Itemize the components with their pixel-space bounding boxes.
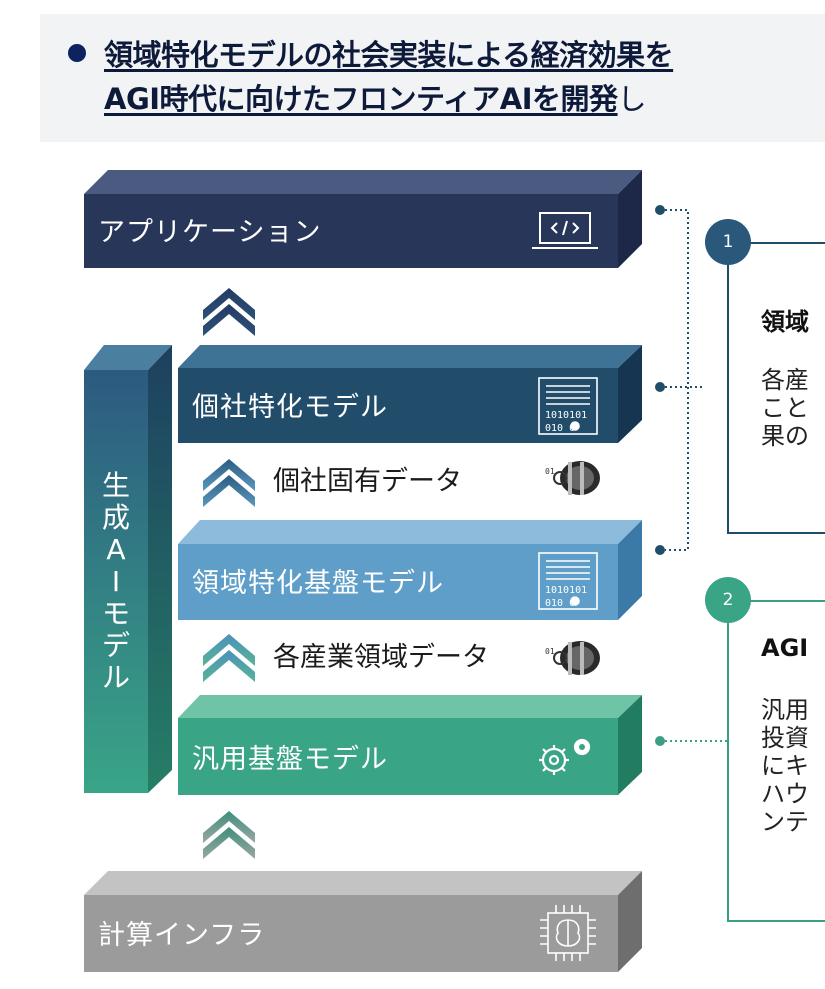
up-chevron-4: [203, 811, 255, 859]
application-block: [84, 170, 642, 268]
domain-model-block: [178, 520, 642, 620]
panel-2-line: にキ: [761, 752, 809, 780]
svg-text:1010101: 1010101: [545, 585, 587, 596]
code-laptop-icon: [532, 212, 598, 249]
connector-dot-company: [655, 382, 665, 392]
panel-1-line: こと: [761, 394, 809, 422]
binary-gear-panel-icon: 1010101 010 0: [538, 377, 598, 435]
header-banner: 領域特化モデルの社会実装による経済効果を AGI時代に向けたフロンティアAIを開…: [40, 14, 825, 142]
feature-panel-1: 領域 各産 こと 果の: [727, 242, 825, 534]
data-disk-icon: 01: [545, 461, 600, 495]
company-data-label: 個社固有データ: [273, 466, 462, 497]
header-line-2: AGI時代に向けたフロンティアAIを開発し: [104, 82, 647, 116]
svg-text:010 0: 010 0: [545, 423, 575, 434]
general-model-block: [178, 695, 642, 795]
brain-chip-icon: [540, 905, 596, 961]
connector-lines: [665, 209, 705, 551]
pillar-char: 成: [101, 501, 130, 534]
pillar-char: 生: [101, 469, 130, 502]
company-model-block: [178, 345, 642, 443]
panel-2-line: ハウ: [761, 780, 809, 808]
pillar-label: 生 成 A I モ デ ル: [94, 470, 138, 694]
panel-2-title: AGI: [761, 634, 809, 662]
bullet-dot: [68, 44, 86, 62]
up-chevron-1: [203, 288, 255, 336]
panel-2-line: 投資: [761, 724, 809, 752]
connector-dot-general: [655, 736, 665, 746]
svg-text:01: 01: [545, 467, 555, 476]
svg-text:1010101: 1010101: [545, 410, 587, 421]
panel-1-number-badge: 1: [705, 219, 751, 265]
panel-2-line: 汎用: [761, 696, 809, 724]
generative-ai-pillar: [84, 345, 172, 793]
application-label: アプリケーション: [98, 217, 322, 248]
panel-1-line: 果の: [761, 422, 809, 450]
header-line-1: 領域特化モデルの社会実装による経済効果を: [104, 38, 674, 72]
general-model-label: 汎用基盤モデル: [192, 744, 388, 775]
panel-2-number-badge: 2: [705, 577, 751, 623]
gears-icon: [539, 738, 591, 775]
up-chevron-2: [203, 459, 255, 507]
domain-model-label: 領域特化基盤モデル: [192, 568, 444, 599]
pillar-char: I: [111, 565, 121, 598]
connector-dot-app: [655, 205, 665, 215]
pillar-char: モ: [101, 597, 130, 630]
pillar-char: A: [106, 533, 126, 566]
pillar-char: ル: [101, 661, 130, 694]
pillar-char: デ: [101, 629, 130, 662]
up-chevron-3: [203, 634, 255, 682]
infra-block: [84, 871, 642, 972]
binary-gear-panel-icon-2: 1010101 010 0: [538, 552, 598, 610]
infra-label: 計算インフラ: [98, 920, 266, 951]
domain-data-label: 各産業領域データ: [273, 642, 489, 673]
panel-1-line: 各産: [761, 366, 809, 394]
feature-panel-2: AGI 汎用 投資 にキ ハウ ンテ: [727, 600, 825, 922]
panel-2-line: ンテ: [761, 808, 809, 836]
company-model-label: 個社特化モデル: [192, 392, 388, 423]
panel-1-title: 領域: [761, 308, 809, 336]
connector-dot-domain: [655, 545, 665, 555]
data-disk-icon-2: 01: [545, 641, 600, 675]
svg-text:01: 01: [545, 647, 555, 656]
svg-text:010 0: 010 0: [545, 598, 575, 609]
